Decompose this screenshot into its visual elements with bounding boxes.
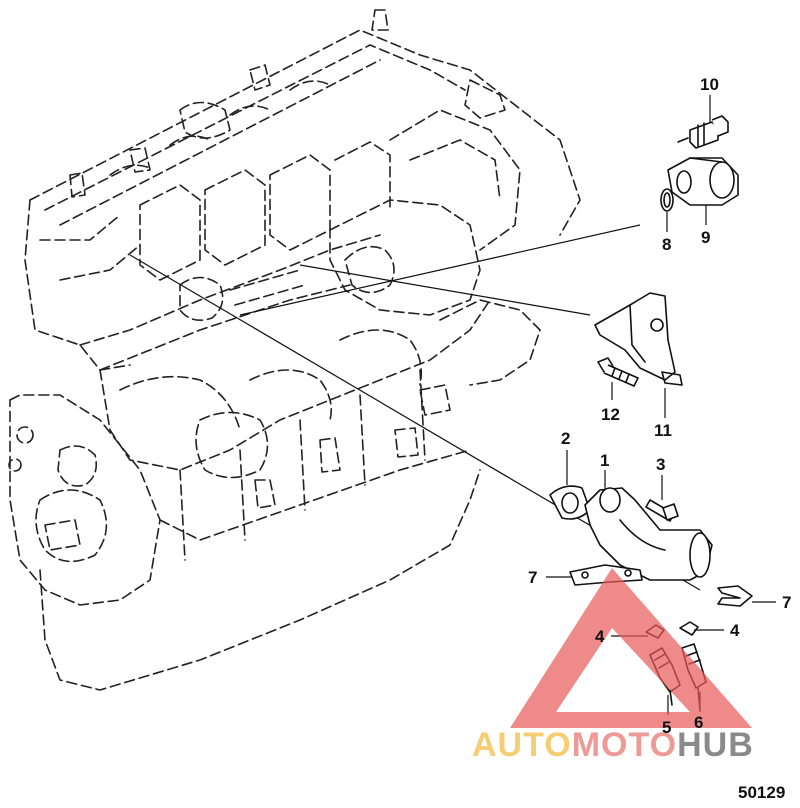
callout-4-left: 4 — [595, 627, 605, 646]
part-1-elbow — [584, 487, 713, 581]
callout-7-right: 7 — [782, 593, 791, 612]
part-12-bolt — [597, 357, 639, 387]
callout-4-right: 4 — [730, 621, 740, 640]
callout-5: 5 — [662, 718, 671, 737]
callout-1: 1 — [600, 451, 609, 470]
part-2-gasket — [549, 485, 591, 520]
part-7-gasket-left — [569, 564, 643, 586]
watermark-text-moto: MOTO — [572, 726, 677, 764]
callout-12: 12 — [601, 405, 620, 424]
callout-2: 2 — [561, 429, 570, 448]
part-7-clamp-right — [717, 585, 753, 607]
watermark-triangle — [510, 568, 752, 728]
part-11-bracket — [594, 292, 683, 386]
callout-6: 6 — [694, 713, 703, 732]
part-10-sender — [677, 115, 729, 149]
part-3-bolt — [645, 499, 679, 522]
engine-block-outline — [8, 9, 581, 691]
watermark-text-auto: AUTO — [472, 726, 572, 764]
diagram-number: 50129 — [738, 783, 785, 802]
callout-11: 11 — [654, 421, 672, 440]
callout-9: 9 — [701, 228, 710, 247]
callout-labels: 10 8 9 12 11 2 1 3 7 7 4 4 5 6 — [528, 75, 791, 737]
callout-8: 8 — [662, 235, 671, 254]
svg-text:AUTOMOTOHUB: AUTOMOTOHUB — [472, 726, 754, 764]
watermark-logo: AUTOMOTOHUB — [472, 568, 754, 764]
watermark-text-hub: HUB — [677, 726, 754, 764]
part-4-clip-right — [679, 621, 699, 636]
callout-10: 10 — [700, 75, 719, 94]
callout-7-left: 7 — [528, 568, 537, 587]
part-9-housing — [667, 157, 739, 206]
callout-3: 3 — [656, 455, 665, 474]
part-8-o-ring — [660, 188, 674, 212]
